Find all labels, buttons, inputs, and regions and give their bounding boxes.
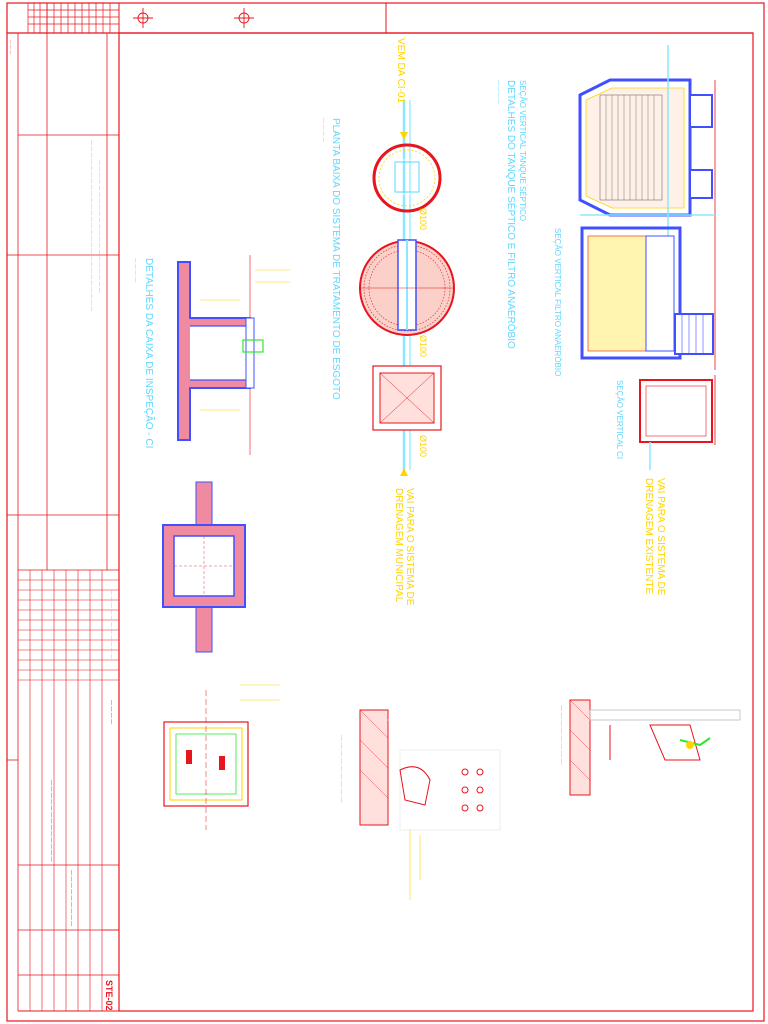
label-detalhe-lavatorio: — — — — — — — — bbox=[558, 705, 564, 765]
label-vai-drenagem-existente-1: VAI PARA O SISTEMA DE bbox=[655, 478, 666, 596]
svg-text:— — — — — — — — — — — — —: — — — — — — — — — — — — — bbox=[48, 780, 54, 862]
label-detalhes-caixa: DETALHES DA CAIXA DE INSPEÇÃO - CI bbox=[143, 258, 156, 448]
label-escala-planta: — — — — bbox=[320, 118, 326, 142]
plan-system: Ø100 Ø100 Ø100 bbox=[359, 100, 455, 476]
label-vai-drenagem-existente-2: DRENAGEM EXISTENTE bbox=[643, 478, 654, 594]
ci-lid-detail bbox=[163, 684, 280, 830]
label-secao-tanque: SEÇÃO VERTICAL TANQUE SÉPTICO bbox=[518, 80, 527, 221]
label-secao-filtro: SEÇÃO VERTICAL FILTRO ANAERÓBIO bbox=[553, 228, 562, 376]
sheet-code: STE-02 bbox=[104, 980, 114, 1011]
ci-section-detail bbox=[177, 255, 290, 455]
label-detalhe-bacia: — — — — — — — — — bbox=[338, 735, 344, 802]
svg-text:— — — — — — — — —: — — — — — — — — — bbox=[68, 870, 74, 926]
ci-plan-detail bbox=[162, 481, 246, 653]
diameter-label-1: Ø100 bbox=[418, 208, 428, 230]
label-vai-drenagem-municipal-1: VAI PARA O SISTEMA DE bbox=[404, 488, 415, 606]
diameter-label-2: Ø100 bbox=[418, 335, 428, 357]
tank-section bbox=[578, 45, 716, 470]
toilet-detail bbox=[359, 709, 510, 900]
diameter-label-3: Ø100 bbox=[418, 435, 428, 457]
title-block bbox=[6, 33, 119, 1012]
plan-ci-circle bbox=[372, 143, 442, 213]
label-secao-ci: SEÇÃO VERTICAL CI bbox=[615, 380, 624, 459]
label-escala-tanque: — — — — bbox=[495, 80, 501, 104]
top-strip bbox=[7, 3, 753, 34]
sink-detail bbox=[569, 699, 741, 796]
svg-text:— — — — — — — — — — —: — — — — — — — — — — — bbox=[108, 590, 114, 659]
title-block-text: — — — — — — — — — — — — — — — — — — — — … bbox=[9, 40, 114, 926]
svg-text:— — — —: — — — — bbox=[108, 700, 114, 724]
svg-text:— — — — — — — — — — — — — — —: — — — — — — — — — — — — — — — — — — — — … bbox=[96, 160, 102, 293]
label-vem-da-ci: VEM DA CI-01 bbox=[395, 38, 406, 103]
svg-text:— — —: — — — bbox=[9, 40, 14, 54]
label-vai-drenagem-municipal-2: DRENAGEM MUNICIPAL bbox=[393, 488, 404, 603]
svg-text:— — — — — — — — — — — — — — —: — — — — — — — — — — — — — — — — — — — — … bbox=[88, 140, 94, 311]
label-detalhes-tanque: DETALHES DO TANQUE SÉPTICO E FILTRO ANAE… bbox=[505, 80, 518, 349]
label-planta-baixa: PLANTA BAIXA DO SISTEMA DE TRATAMENTO DE… bbox=[330, 118, 341, 400]
label-escala-caixa: — — — — bbox=[132, 258, 138, 282]
